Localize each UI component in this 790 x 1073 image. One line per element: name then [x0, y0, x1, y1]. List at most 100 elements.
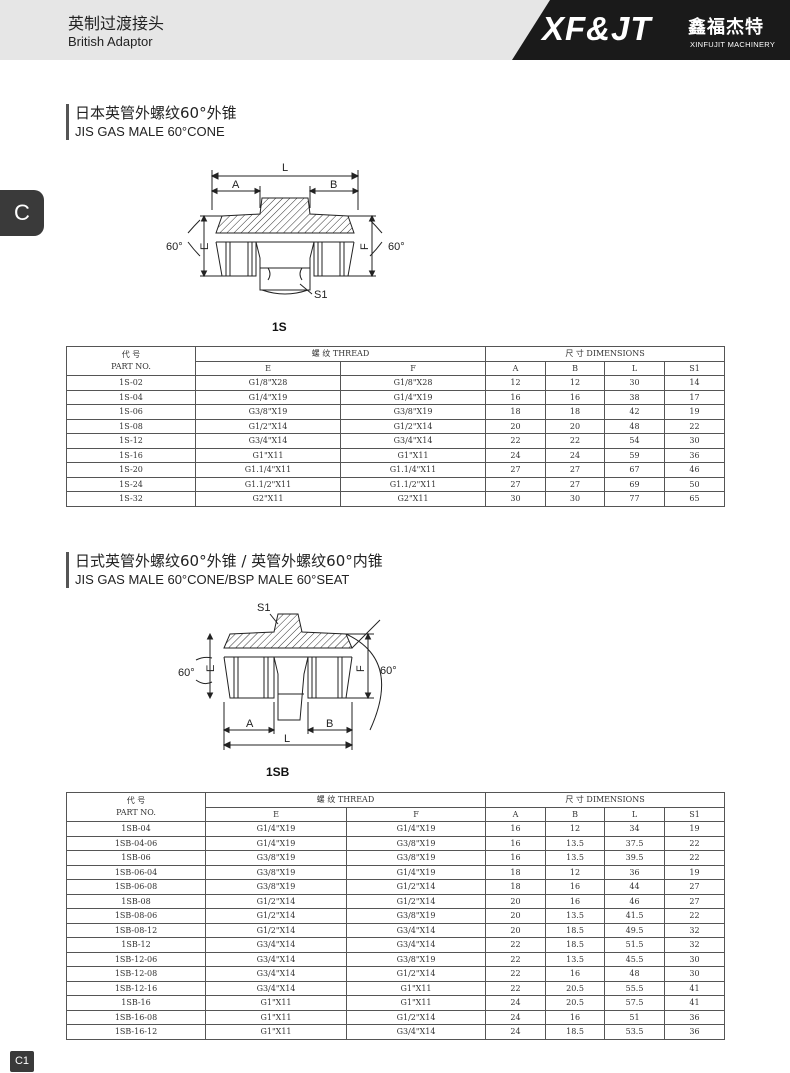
table-cell: G1.1/4"X11: [339, 462, 487, 478]
table-cell: G3/4"X14: [345, 1024, 487, 1040]
part-no-header: 代 号 PART NO.: [66, 346, 196, 376]
section2-title-cn: 日式英管外螺纹60°外锥 / 英管外螺纹60°内锥: [75, 552, 383, 570]
col-header-A: A: [485, 360, 547, 376]
col-header-B: B: [545, 806, 606, 822]
table-cell: 36: [664, 1024, 726, 1040]
table-cell: 53.5: [604, 1024, 666, 1040]
table-cell: G1"X11: [345, 995, 487, 1011]
table-cell: G1"X11: [205, 995, 347, 1011]
table-cell: G3/8"X19: [205, 850, 347, 866]
table-cell: G1/2"X14: [205, 908, 347, 924]
table-cell: G3/4"X14: [205, 966, 347, 982]
table-cell: 45.5: [604, 951, 666, 967]
table-cell: 51: [604, 1009, 666, 1025]
table-cell: 16: [485, 389, 547, 405]
table-cell: G1/2"X14: [345, 1009, 487, 1025]
table-cell: 20.5: [545, 995, 606, 1011]
spec-table-1s: 代 号 PART NO. 螺 纹 THREAD 尺 寸 DIMENSIONS E…: [66, 346, 726, 507]
table-cell: 17: [664, 389, 726, 405]
table-cell: 24: [485, 995, 547, 1011]
col-header-A: A: [485, 806, 547, 822]
table-cell: G2"X11: [195, 491, 341, 507]
table-cell: 13.5: [545, 835, 606, 851]
table-cell: 18: [485, 404, 547, 420]
dimensions-header: 尺 寸 DIMENSIONS: [485, 346, 726, 362]
dim-L-label: L: [282, 162, 288, 174]
table-cell: 1S-16: [66, 447, 196, 463]
table-cell: 1S-20: [66, 462, 196, 478]
table-cell: 34: [604, 821, 666, 837]
table-cell: 20: [545, 418, 606, 434]
dim-E-label: E: [199, 243, 211, 250]
table-cell: 36: [664, 1009, 726, 1025]
table-cell: 22: [545, 433, 606, 449]
table-cell: G1.1/2"X11: [195, 476, 341, 492]
table-cell: 55.5: [604, 980, 666, 996]
dimensions-header: 尺 寸 DIMENSIONS: [485, 792, 726, 808]
table-cell: 18: [545, 404, 606, 420]
table-cell: 22: [485, 937, 547, 953]
table-cell: 16: [485, 850, 547, 866]
table-cell: G1/4"X19: [205, 821, 347, 837]
table-cell: G1.1/2"X11: [339, 476, 487, 492]
table-cell: 69: [604, 476, 666, 492]
part-no-header-en: PART NO.: [111, 362, 151, 371]
page-number: C1: [10, 1051, 34, 1072]
table-cell: 54: [604, 433, 666, 449]
table-cell: G3/8"X19: [339, 404, 487, 420]
table-cell: G1/2"X14: [345, 879, 487, 895]
page-title-cn: 英制过渡接头: [68, 14, 165, 33]
table-cell: G1"X11: [205, 1024, 347, 1040]
table-cell: 22: [485, 966, 547, 982]
table-cell: 42: [604, 404, 666, 420]
table-cell: 16: [545, 893, 606, 909]
table-cell: G3/4"X14: [339, 433, 487, 449]
brand-logo-mark: XF&JT: [542, 10, 652, 47]
table-cell: 27: [485, 476, 547, 492]
table-cell: 1SB-08: [66, 893, 206, 909]
table-cell: 1SB-12: [66, 937, 206, 953]
fitting-1sb-drawing: S1 60° 60° E F A B L: [178, 602, 397, 750]
table-cell: G1/2"X14: [339, 418, 487, 434]
table-cell: G3/4"X14: [195, 433, 341, 449]
table-cell: 22: [485, 433, 547, 449]
table-cell: G3/4"X14: [345, 922, 487, 938]
table-cell: G1/4"X19: [345, 864, 487, 880]
table-cell: 27: [485, 462, 547, 478]
fitting-1s-drawing: L A B E F S1 60° 60°: [166, 162, 405, 301]
table-cell: 59: [604, 447, 666, 463]
dim-B-label-2: B: [326, 718, 333, 730]
table-cell: 20: [485, 418, 547, 434]
col-header-S1: S1: [664, 806, 726, 822]
angle-left-label: 60°: [166, 241, 183, 253]
table-cell: 1SB-12-08: [66, 966, 206, 982]
table-cell: 30: [664, 966, 726, 982]
thread-header: 螺 纹 THREAD: [204, 792, 487, 808]
table-cell: G3/4"X14: [205, 951, 347, 967]
table-cell: G1/2"X14: [195, 418, 341, 434]
table-cell: 22: [664, 908, 726, 924]
table-cell: G1/4"X19: [205, 835, 347, 851]
table-cell: 1S-06: [66, 404, 196, 420]
dim-F-label: F: [359, 243, 371, 250]
table-cell: 41: [664, 980, 726, 996]
table-cell: 1S-08: [66, 418, 196, 434]
table-cell: 30: [485, 491, 547, 507]
table-cell: 1SB-08-12: [66, 922, 206, 938]
table-cell: 13.5: [545, 951, 606, 967]
table-cell: G1"X11: [205, 1009, 347, 1025]
table-cell: 32: [664, 937, 726, 953]
table-cell: 1SB-12-16: [66, 980, 206, 996]
dim-F-label-2: F: [355, 665, 367, 672]
table-cell: 12: [545, 821, 606, 837]
table-cell: 20.5: [545, 980, 606, 996]
